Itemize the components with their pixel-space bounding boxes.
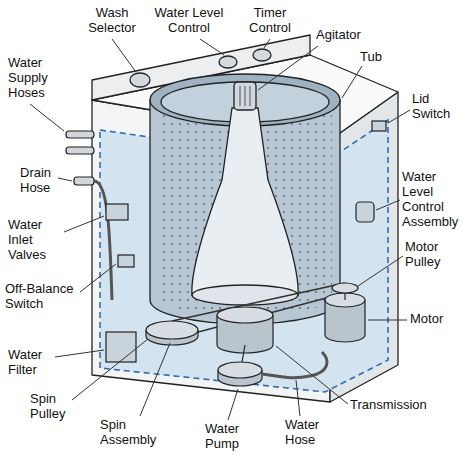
- label-slot: Water Level Control Assembly: [402, 170, 468, 230]
- leader-line: [112, 39, 136, 72]
- part-label: Transmission: [350, 398, 460, 413]
- leader-lines: [30, 39, 410, 420]
- label-slot: Motor Pulley: [405, 240, 459, 270]
- label-slot: Tub: [360, 50, 400, 65]
- drain-line: [94, 181, 112, 300]
- drain-hose: [74, 177, 94, 185]
- part-label: Water Level Control Assembly: [402, 170, 468, 230]
- label-slot: Timer Control: [243, 6, 297, 36]
- agitator-base: [192, 285, 298, 305]
- pump-shaft: [242, 345, 245, 362]
- part-label: Motor Pulley: [405, 240, 459, 270]
- leader-line: [80, 264, 116, 292]
- off-balance-switch: [118, 255, 134, 267]
- agitator-body: [192, 108, 298, 295]
- motor-top: [325, 293, 365, 307]
- part-label: Drain Hose: [20, 166, 66, 196]
- supply-hose: [66, 131, 94, 138]
- cap-ribs: [240, 86, 250, 106]
- label-slot: Water Filter: [8, 348, 56, 378]
- wash-knob: [130, 73, 150, 87]
- agitator-cap: [234, 82, 256, 110]
- label-slot: Water Inlet Valves: [8, 218, 66, 263]
- label-slot: Spin Pulley: [30, 392, 78, 422]
- hoses: [66, 131, 112, 300]
- part-label: Tub: [360, 50, 400, 65]
- label-slot: Water Supply Hoses: [8, 56, 62, 101]
- part-label: Motor: [410, 312, 466, 327]
- level-knob: [219, 56, 237, 68]
- leader-line: [55, 350, 104, 357]
- leader-line: [30, 104, 64, 131]
- part-label: Agitator: [316, 28, 386, 43]
- part-label: Water Hose: [285, 418, 333, 448]
- label-slot: Off-Balance Switch: [5, 282, 85, 312]
- water-hose: [262, 352, 327, 378]
- timer-knob: [253, 49, 271, 61]
- part-label: Lid Switch: [412, 92, 462, 122]
- leader-line: [200, 39, 224, 55]
- leader-line: [140, 343, 170, 416]
- part-label: Water Supply Hoses: [8, 56, 62, 101]
- tub: [150, 74, 340, 324]
- leader-line: [368, 320, 407, 321]
- leader-line: [258, 46, 318, 90]
- part-label: Off-Balance Switch: [5, 282, 85, 312]
- part-label: Timer Control: [243, 6, 297, 36]
- part-label: Water Pump: [205, 422, 253, 452]
- level-assembly: [356, 202, 374, 222]
- transmission-top: [217, 307, 273, 323]
- spin-pulley: [146, 321, 198, 339]
- part-label: Water Inlet Valves: [8, 218, 66, 263]
- label-slot: Water Level Control: [148, 6, 230, 36]
- supply-hose: [66, 147, 94, 154]
- leader-line: [376, 200, 400, 210]
- label-slot: Water Hose: [285, 418, 333, 448]
- label-slot: Spin Assembly: [100, 418, 164, 448]
- label-slot: Wash Selector: [80, 6, 144, 36]
- part-label: Water Level Control: [148, 6, 230, 36]
- water-filter: [106, 332, 136, 362]
- label-slot: Agitator: [316, 28, 386, 43]
- label-slot: Motor: [410, 312, 466, 327]
- part-label: Spin Pulley: [30, 392, 78, 422]
- water-pump: [218, 362, 262, 378]
- leader-line: [264, 39, 270, 48]
- label-slot: Water Pump: [205, 422, 253, 452]
- inlet-valves: [106, 204, 128, 220]
- part-label: Wash Selector: [80, 6, 144, 36]
- leader-line: [276, 346, 348, 404]
- part-label: Spin Assembly: [100, 418, 164, 448]
- motor-shaft: [344, 293, 345, 300]
- label-slot: Lid Switch: [412, 92, 462, 122]
- label-slot: Transmission: [350, 398, 460, 413]
- mechanics: [106, 121, 386, 386]
- leader-line: [296, 380, 300, 416]
- leader-line: [58, 178, 72, 181]
- agitator: [192, 82, 298, 305]
- leader-line: [342, 66, 362, 98]
- label-slot: Drain Hose: [20, 166, 66, 196]
- lid-switch: [372, 121, 386, 131]
- motor-pulley: [332, 283, 358, 293]
- leader-line: [72, 339, 148, 400]
- leader-line: [64, 216, 104, 232]
- leader-line: [228, 389, 238, 420]
- part-label: Water Filter: [8, 348, 56, 378]
- leader-line: [358, 256, 403, 286]
- leader-line: [388, 110, 410, 123]
